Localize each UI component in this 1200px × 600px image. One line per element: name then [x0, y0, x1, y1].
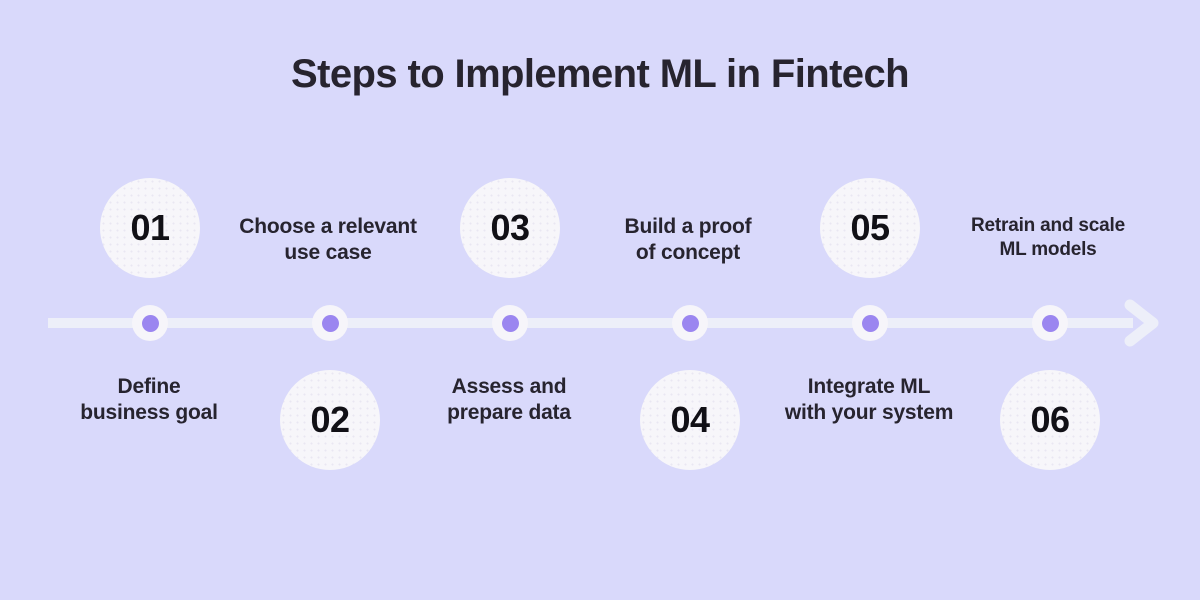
step-number-label: 01 — [130, 207, 170, 248]
step-number-label: 05 — [850, 207, 890, 248]
step-caption-line-2: business goal — [80, 401, 218, 425]
step-caption-line-1: Integrate ML — [807, 375, 931, 398]
step-caption-line-2: of concept — [635, 241, 741, 265]
step-number-label: 03 — [490, 207, 530, 248]
step-caption-line-2: prepare data — [447, 401, 571, 425]
timeline-dot-core — [141, 314, 159, 332]
step-caption-line-2: use case — [284, 241, 372, 265]
step-number-label: 02 — [310, 399, 350, 440]
step-caption: Assess and prepare data — [394, 374, 624, 427]
step-caption: Define business goal — [34, 374, 264, 427]
step-caption-line-1: Retrain and scale — [971, 215, 1125, 236]
page-title: Steps to Implement ML in Fintech — [291, 52, 909, 96]
step-caption-line-1: Choose a relevant — [239, 215, 417, 238]
timeline-dot-2 — [312, 305, 348, 341]
timeline-dot-5 — [852, 305, 888, 341]
arrow-right-icon — [1124, 299, 1159, 347]
timeline-axis — [48, 318, 1133, 328]
timeline-dot-4 — [672, 305, 708, 341]
step-caption: Build a proof of concept — [573, 214, 803, 267]
timeline-dot-core — [681, 314, 699, 332]
timeline-dot-3 — [492, 305, 528, 341]
step-caption: Integrate ML with your system — [754, 374, 984, 427]
step-number-label: 06 — [1030, 399, 1070, 440]
timeline-dot-core — [861, 314, 879, 332]
step-caption-line-2: ML models — [999, 238, 1097, 260]
step-caption-line-1: Assess and — [451, 375, 567, 398]
step-badge-03: 03 — [460, 178, 560, 278]
step-number-label: 04 — [670, 399, 710, 440]
step-caption: Choose a relevant use case — [213, 214, 443, 267]
timeline-dot-6 — [1032, 305, 1068, 341]
timeline-dot-core — [321, 314, 339, 332]
timeline-dot-core — [501, 314, 519, 332]
step-badge-06: 06 — [1000, 370, 1100, 470]
step-badge-01: 01 — [100, 178, 200, 278]
step-badge-02: 02 — [280, 370, 380, 470]
timeline-dot-1 — [132, 305, 168, 341]
step-caption-line-2: with your system — [784, 401, 954, 425]
step-badge-05: 05 — [820, 178, 920, 278]
step-caption-line-1: Define — [117, 375, 181, 398]
timeline-dot-core — [1041, 314, 1059, 332]
step-badge-04: 04 — [640, 370, 740, 470]
step-caption-line-1: Build a proof — [624, 215, 752, 238]
